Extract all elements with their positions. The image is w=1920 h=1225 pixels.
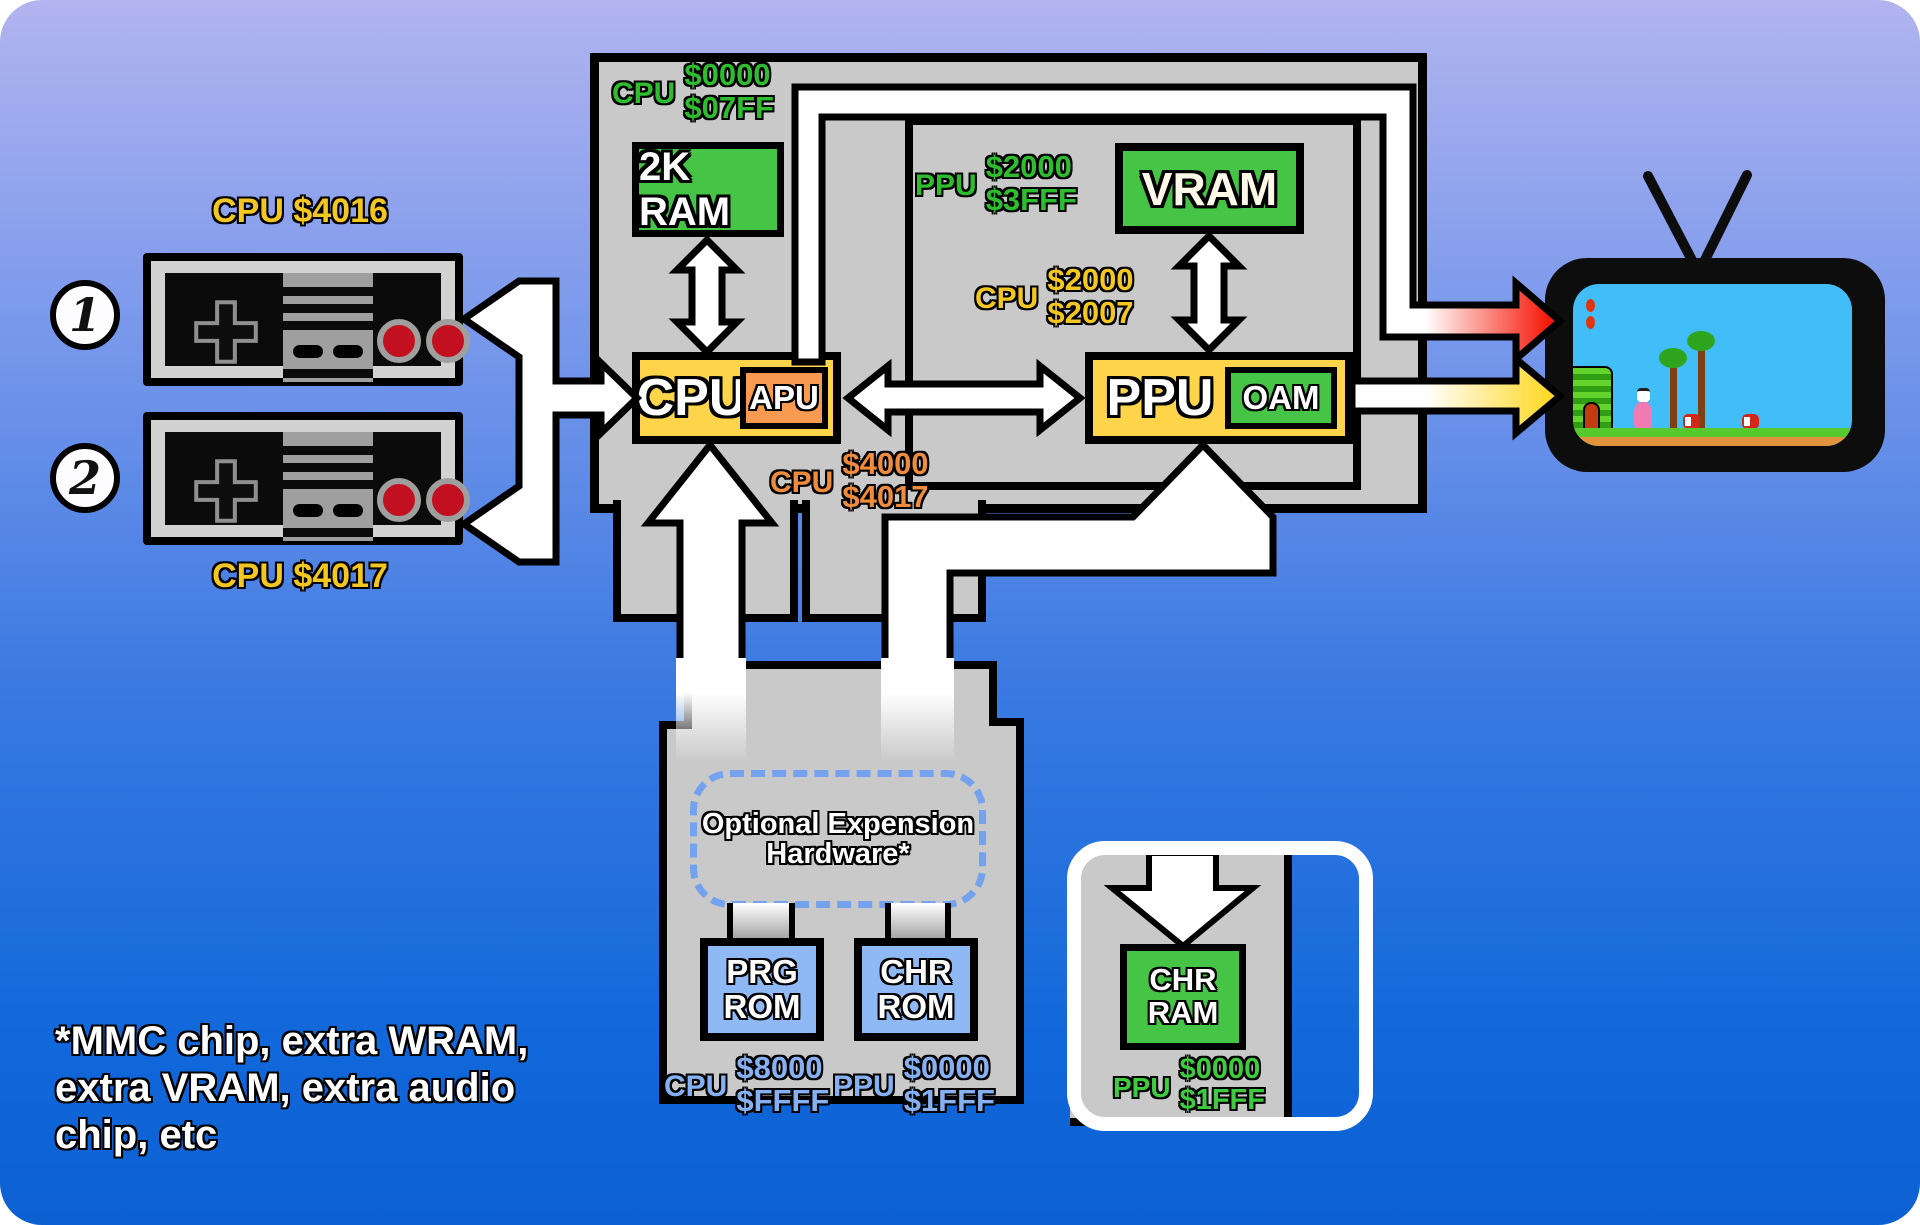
- dpad-icon: [194, 300, 258, 364]
- controller-1-center-panel: [283, 273, 373, 382]
- tree-top: [1659, 348, 1687, 368]
- controller-2-center-panel: [283, 432, 373, 541]
- apu-label: APU: [749, 379, 819, 416]
- ppu-box: PPU OAM: [1085, 352, 1353, 444]
- work-ram-label: 2K RAM: [639, 144, 731, 234]
- stripe: [283, 446, 373, 455]
- princess-sprite-dress: [1634, 402, 1652, 429]
- a-button: [426, 319, 470, 363]
- player-2-number: 2: [68, 451, 101, 505]
- dpad-icon: [194, 459, 258, 523]
- vram-label: VRAM: [1141, 162, 1278, 215]
- start-button: [333, 345, 363, 358]
- cherry-icon: [1586, 299, 1595, 312]
- controller-2: [143, 412, 470, 545]
- player-1-badge: 1: [50, 280, 120, 350]
- select-button: [293, 504, 323, 517]
- tv: [1545, 258, 1885, 472]
- apu-box: APU: [740, 367, 828, 429]
- cherry-icon: [1586, 316, 1595, 329]
- b-button: [377, 319, 421, 363]
- oam-label: OAM: [1242, 379, 1320, 416]
- chr-rom-box: CHR ROM: [854, 938, 978, 1041]
- prg-connector: [727, 903, 795, 942]
- expansion-hardware-label: Optional Expension Hardware*: [701, 807, 975, 870]
- cpu-box: CPU APU: [632, 352, 841, 444]
- select-button: [293, 345, 323, 358]
- cartridge-slot-ppu: [802, 500, 986, 622]
- prg-rom-box: PRG ROM: [700, 938, 824, 1041]
- stripe: [283, 321, 373, 330]
- chr-ram-cartridge: [1070, 848, 1292, 1126]
- princess-sprite-head: [1637, 388, 1650, 402]
- stripe: [283, 480, 373, 489]
- ground-grass: [1573, 428, 1852, 438]
- stripe: [283, 287, 373, 296]
- chr-connector: [885, 903, 951, 942]
- ground-dirt: [1573, 437, 1852, 446]
- player-2-badge: 2: [50, 443, 120, 513]
- shyguy-face: [1744, 417, 1750, 426]
- player-1-number: 1: [68, 288, 101, 342]
- a-button: [426, 478, 470, 522]
- start-button: [333, 504, 363, 517]
- tree-trunk: [1698, 346, 1705, 432]
- stripe: [283, 369, 373, 378]
- controller-1-face: [165, 273, 470, 382]
- expansion-hardware-box: Optional Expension Hardware*: [690, 770, 986, 908]
- tv-screen: [1573, 284, 1852, 446]
- stripe: [283, 304, 373, 313]
- stripe: [283, 463, 373, 472]
- tree-trunk: [1670, 364, 1677, 432]
- b-button: [377, 478, 421, 522]
- cartridge-slot-cpu: [613, 500, 798, 622]
- door: [1583, 402, 1600, 430]
- ppu-label: PPU: [1106, 369, 1214, 427]
- controller-2-face: [165, 432, 470, 541]
- cpu-label: CPU: [636, 369, 747, 427]
- stripe: [283, 528, 373, 537]
- chr-rom-label: CHR ROM: [877, 952, 955, 1025]
- tree-top: [1687, 331, 1715, 351]
- oam-box: OAM: [1225, 367, 1337, 429]
- prg-rom-label: PRG ROM: [723, 952, 801, 1025]
- work-ram-box: 2K RAM: [632, 142, 784, 237]
- vram-box: VRAM: [1115, 143, 1304, 234]
- shyguy-face: [1685, 417, 1691, 426]
- controller-1: [143, 253, 470, 386]
